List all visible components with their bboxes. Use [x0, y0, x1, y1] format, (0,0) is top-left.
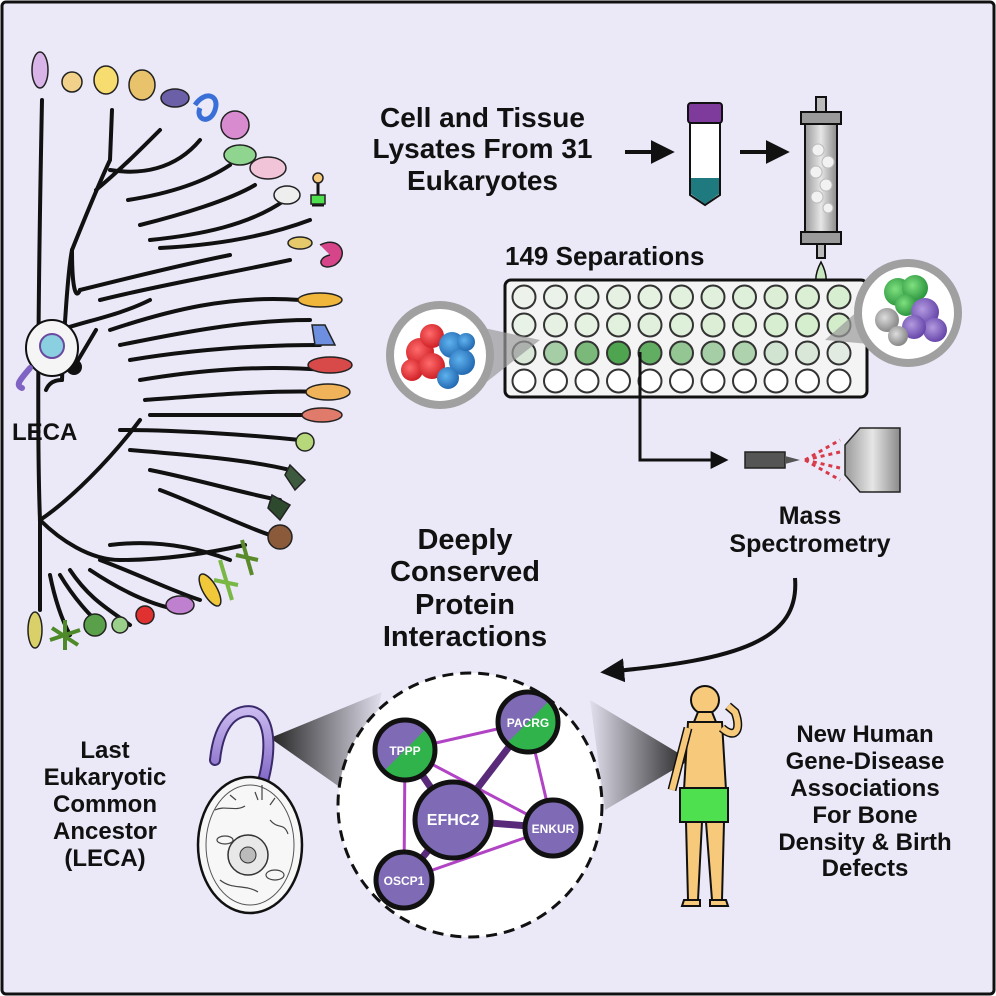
- plate-well: [543, 368, 568, 394]
- sample-tube-icon: [687, 102, 723, 207]
- leca-cell-illustration: [196, 705, 304, 915]
- plate-well: [763, 368, 789, 394]
- phylogenetic-tree: [36, 98, 327, 637]
- beam-right: [590, 700, 690, 810]
- plate-well: [763, 284, 789, 310]
- plate-well: [826, 284, 852, 310]
- plate-well: [732, 368, 757, 394]
- leca-short-label: LECA: [12, 419, 78, 446]
- plate-to-mass-spec-arrow: [638, 352, 729, 469]
- network-node-efhc2: EFHC2: [412, 779, 494, 861]
- plate-well: [669, 368, 694, 394]
- plate-well: [826, 340, 852, 366]
- node-label: ENKUR: [532, 822, 575, 836]
- fraction-well-plate: [503, 278, 869, 399]
- plate-well: [637, 312, 663, 338]
- plate-well: [732, 284, 757, 310]
- mass-spec-label: Mass Spectrometry: [729, 502, 891, 558]
- plate-well: [511, 284, 537, 310]
- lysates-label: Cell and Tissue Lysates From 31 Eukaryot…: [372, 102, 593, 196]
- plate-well: [606, 368, 631, 394]
- plate-well: [637, 284, 663, 310]
- chromatography-column-icon: [800, 96, 842, 349]
- plate-well: [795, 312, 820, 338]
- mass-spec-to-network-arrow: [600, 577, 798, 683]
- plate-well: [511, 312, 537, 338]
- plate-well: [574, 340, 600, 366]
- plate-well: [700, 312, 726, 338]
- plate-well: [763, 340, 789, 366]
- network-node-enkur: ENKUR: [522, 797, 584, 859]
- plate-well: [606, 284, 631, 310]
- human-figure: [667, 685, 743, 907]
- plate-well: [606, 340, 631, 366]
- node-label: EFHC2: [427, 812, 480, 829]
- plate-well: [795, 284, 820, 310]
- plate-well: [543, 312, 568, 338]
- human-associations-label: New Human Gene-Disease Associations For …: [778, 721, 952, 883]
- node-label: OSCP1: [384, 874, 425, 888]
- plate-well: [606, 312, 631, 338]
- protein-complex-magnifier-left: [386, 301, 540, 409]
- plate-well: [795, 368, 820, 394]
- plate-well: [669, 284, 694, 310]
- plate-well: [574, 284, 600, 310]
- plate-well: [700, 340, 726, 366]
- network-node-oscp1: OSCP1: [373, 849, 435, 911]
- mass-spectrometer-icon: [744, 427, 901, 493]
- plate-well: [574, 368, 600, 394]
- plate-well: [637, 340, 663, 366]
- plate-well: [543, 284, 568, 310]
- plate-well: [637, 368, 663, 394]
- organism-icons: [27, 51, 353, 650]
- plate-well: [700, 284, 726, 310]
- plate-well: [763, 312, 789, 338]
- plate-well: [732, 312, 757, 338]
- protein-complex-magnifier-right: [825, 259, 962, 367]
- leca-full-label: Last Eukaryotic Common Ancestor (LECA): [43, 737, 167, 872]
- leca-small-cell: [15, 319, 79, 391]
- plate-well: [543, 340, 568, 366]
- plate-well: [669, 340, 694, 366]
- plate-well: [700, 368, 726, 394]
- plate-well: [511, 368, 537, 394]
- plate-well: [732, 340, 757, 366]
- plate-well: [574, 312, 600, 338]
- network-node-pacrg: PACRG: [495, 689, 561, 755]
- separations-label: 149 Separations: [505, 241, 705, 271]
- plate-well: [795, 340, 820, 366]
- conserved-interactions-label: Deeply Conserved Protein Interactions: [382, 524, 548, 654]
- plate-well: [669, 312, 694, 338]
- plate-well: [826, 368, 852, 394]
- network-node-tppp: TPPP: [372, 717, 438, 783]
- node-label: TPPP: [389, 744, 420, 758]
- node-label: PACRG: [507, 716, 549, 730]
